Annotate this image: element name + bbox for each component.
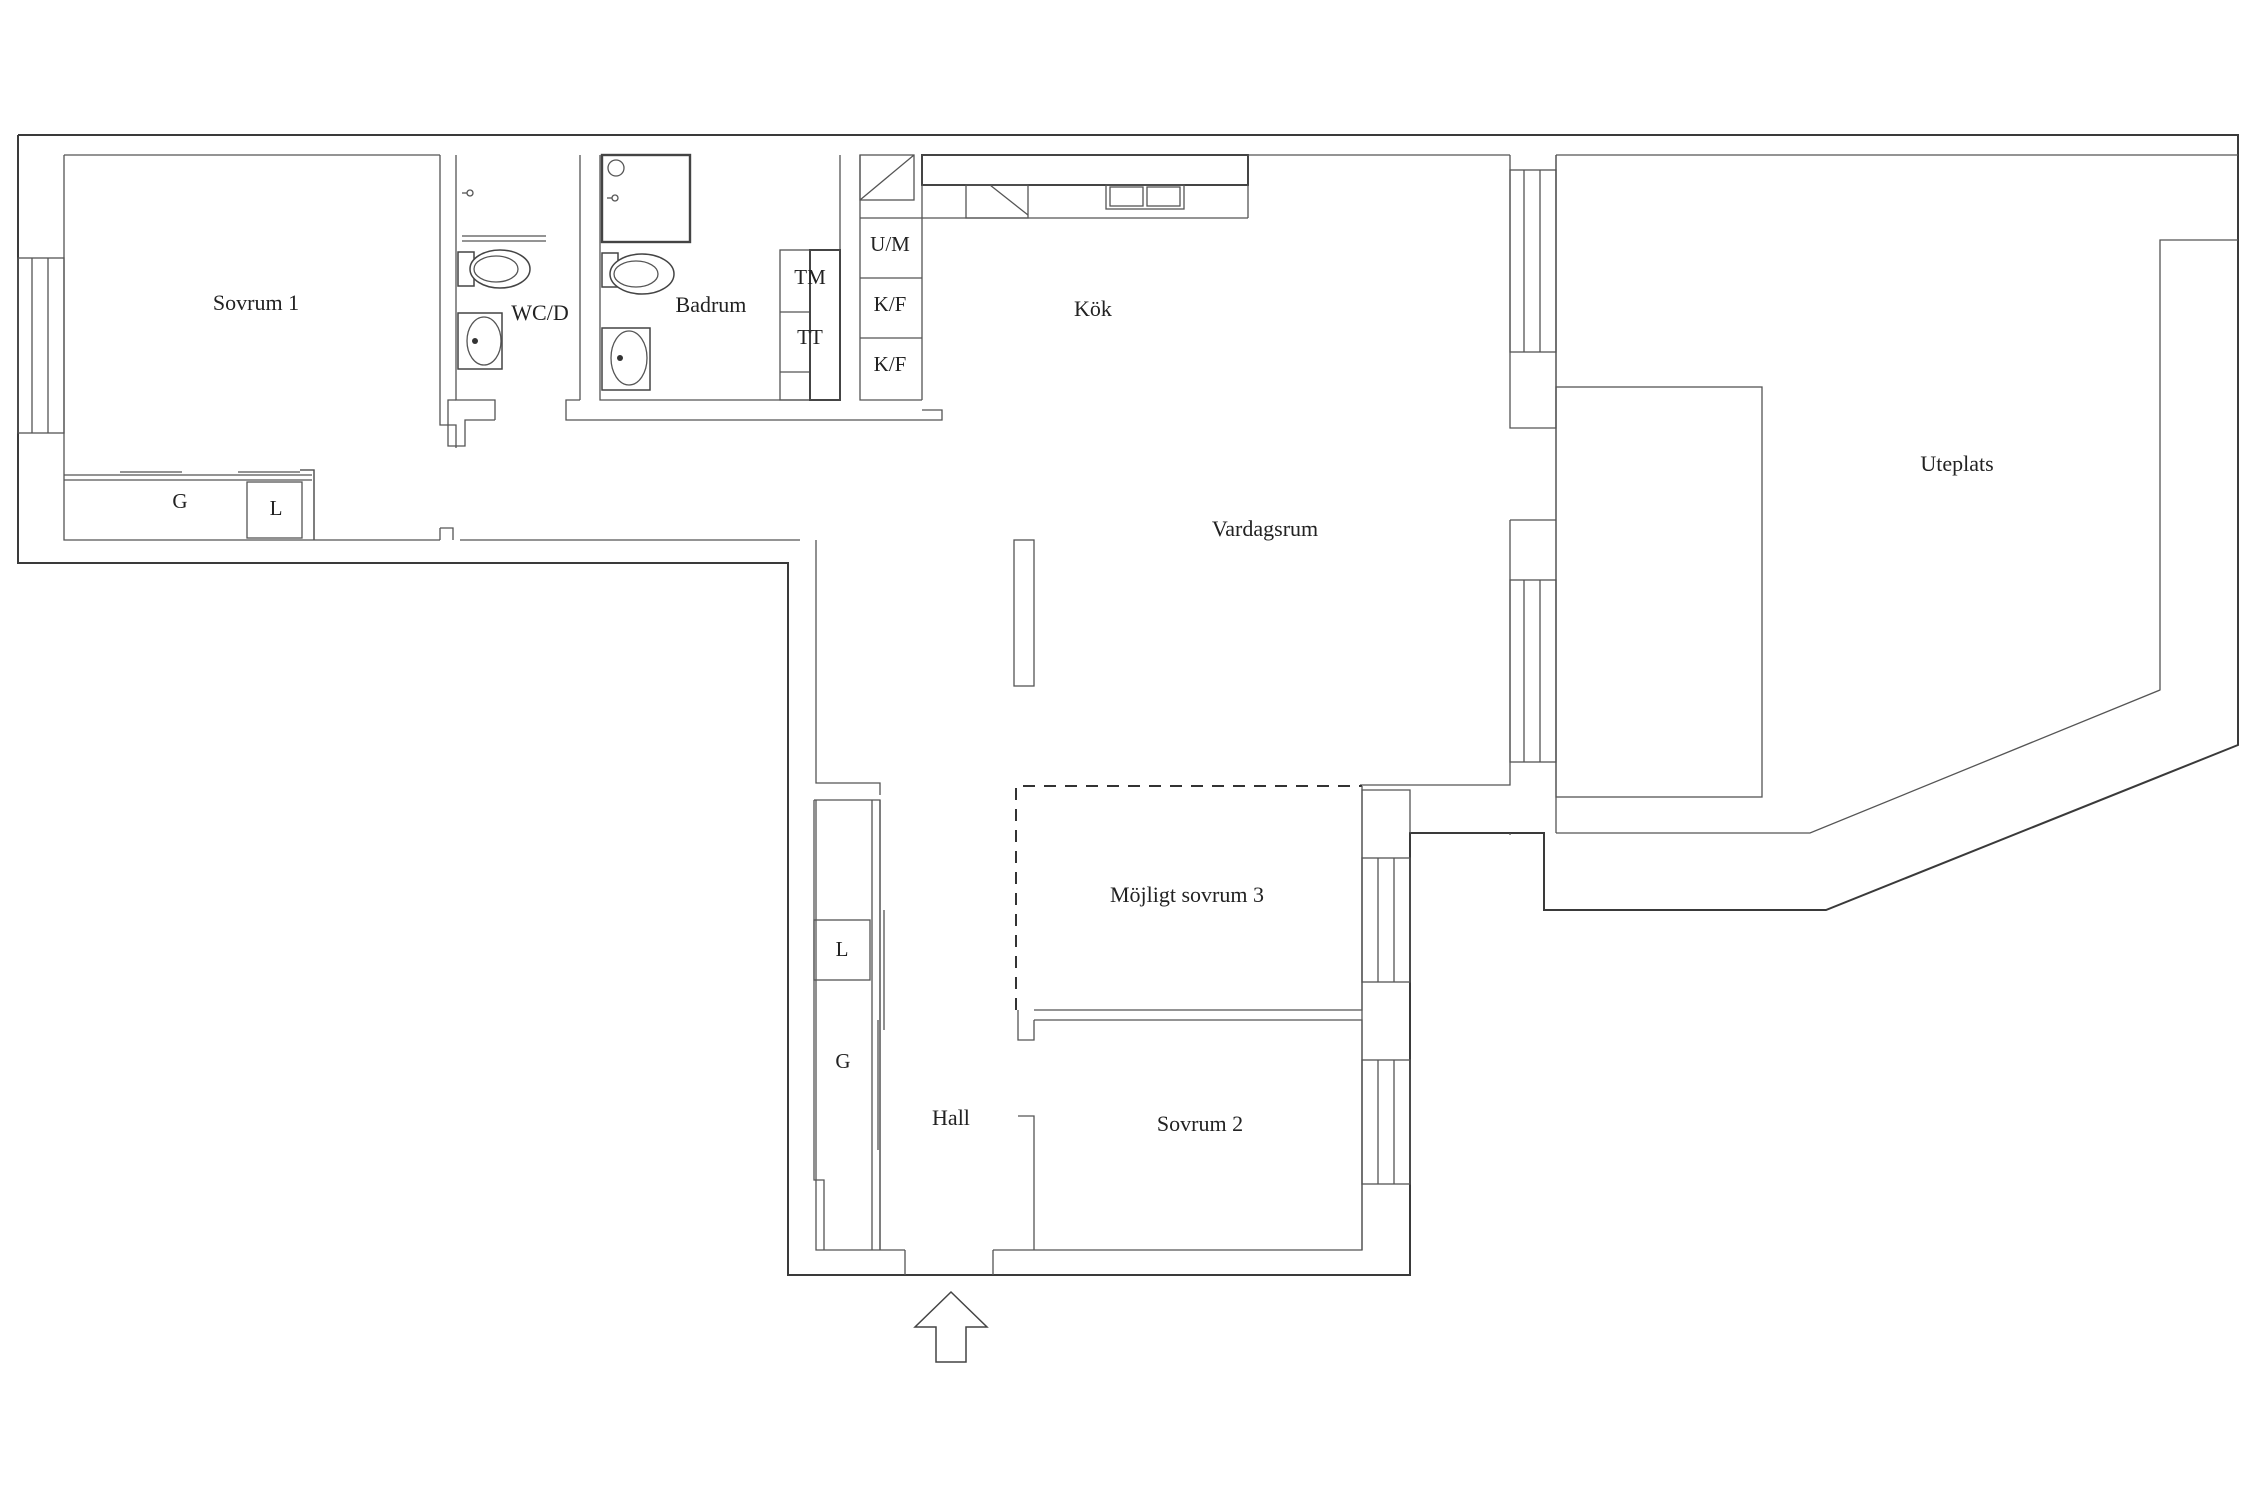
sink-icon — [457, 312, 503, 370]
sink-icon — [601, 327, 651, 391]
kitchen-sink-icon — [1105, 184, 1185, 210]
kf-label-2: K/F — [874, 352, 907, 376]
wcd-label: WC/D — [511, 300, 568, 325]
wcd-room: WC/D — [447, 155, 581, 447]
sovrum2-label: Sovrum 2 — [1157, 1111, 1243, 1136]
toilet-icon — [601, 252, 675, 295]
sovrum1-label: Sovrum 1 — [213, 290, 299, 315]
uteplats-area: Uteplats — [1555, 154, 2238, 834]
badrum-room: Badrum TM TT — [565, 153, 943, 421]
window-icon — [1361, 1059, 1411, 1185]
window-icon — [1509, 169, 1557, 353]
hall-linen-l-label: L — [836, 937, 849, 961]
mojligt-sovrum3-label: Möjligt sovrum 3 — [1110, 882, 1264, 907]
shower-icon — [600, 153, 692, 244]
tm-label: TM — [794, 265, 826, 289]
kok-room: Kök U/M K/F K/F — [859, 154, 1510, 401]
mojligt-sovrum3-room: Möjligt sovrum 3 — [1015, 785, 1411, 1011]
wardrobe-g-label: G — [172, 489, 187, 513]
linen-l-label: L — [270, 496, 283, 520]
tt-label: TT — [797, 325, 823, 349]
sovrum2-room: Sovrum 2 — [1034, 1019, 1411, 1250]
vardagsrum-room: Vardagsrum — [1013, 155, 1557, 786]
shower-icon — [462, 189, 474, 197]
window-icon — [1361, 857, 1411, 983]
uteplats-label: Uteplats — [1920, 451, 1993, 476]
um-label: U/M — [870, 232, 910, 256]
hall-label: Hall — [932, 1105, 970, 1130]
window-icon — [1509, 579, 1557, 763]
sovrum1-room: Sovrum 1 G L — [17, 155, 457, 540]
hall-area: Hall L G — [813, 799, 1035, 1275]
badrum-label: Badrum — [676, 292, 747, 317]
hob-icon — [965, 184, 1029, 219]
hall-wardrobe-g-label: G — [835, 1049, 850, 1073]
window-icon — [17, 257, 65, 434]
entrance-arrow-icon — [913, 1290, 989, 1363]
kf-label-1: K/F — [874, 292, 907, 316]
outer-walls — [17, 134, 2239, 1276]
toilet-icon — [457, 249, 531, 289]
kok-label: Kök — [1074, 296, 1112, 321]
vardagsrum-label: Vardagsrum — [1212, 516, 1318, 541]
